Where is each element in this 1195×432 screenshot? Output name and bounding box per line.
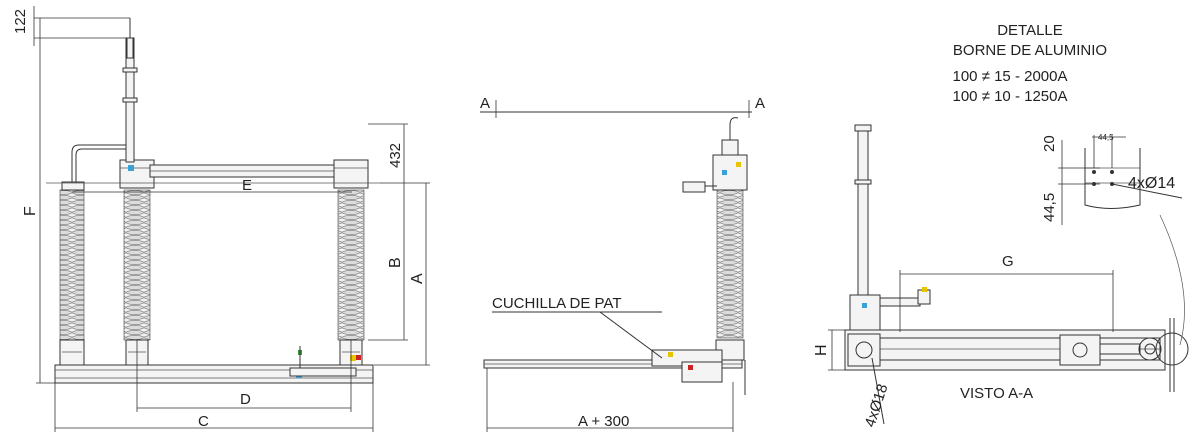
dim-C: C — [198, 413, 209, 430]
dim-B: B — [387, 257, 404, 268]
top-view-visto-aa: G H 4xØ18 VISTO A-A — [813, 124, 1189, 429]
dim-D: D — [240, 391, 251, 408]
label-visto: VISTO A-A — [960, 385, 1033, 402]
dim-E: E — [242, 177, 252, 194]
dim-432: 432 — [387, 143, 404, 168]
front-view-dimensions: 122 F E 432 B A D C — [12, 6, 430, 432]
dim-44-5-vertical: 44,5 — [1041, 193, 1058, 222]
detail-title-2: BORNE DE ALUMINIO — [953, 42, 1107, 59]
hole-4x14: 4xØ14 — [1128, 175, 1175, 192]
dim-A: A — [409, 273, 426, 284]
dim-20: 20 — [1041, 135, 1058, 152]
section-mark-left: A — [480, 95, 490, 112]
dim-F: F — [22, 206, 39, 216]
detail-spec-1: 100 ≠ 15 - 2000A — [953, 68, 1068, 85]
detail-title-1: DETALLE — [997, 22, 1063, 39]
dim-H: H — [813, 344, 830, 356]
insulator-left — [59, 189, 85, 341]
hole-4x18: 4xØ18 — [862, 382, 892, 429]
dim-44-5-horizontal: 44,5 — [1098, 133, 1114, 142]
side-view: A A CUCHILLA DE PAT A + 300 — [480, 95, 765, 432]
front-view — [46, 18, 380, 384]
insulator-right — [337, 189, 365, 341]
detail-spec-2: 100 ≠ 10 - 1250A — [953, 88, 1068, 105]
dim-A-plus-300: A + 300 — [578, 413, 629, 430]
section-mark-right: A — [755, 95, 765, 112]
detail-borne: DETALLE BORNE DE ALUMINIO 100 ≠ 15 - 200… — [953, 22, 1185, 346]
label-cuchilla: CUCHILLA DE PAT — [492, 295, 621, 312]
dim-122: 122 — [12, 9, 29, 34]
insulator-middle — [123, 189, 151, 341]
dim-G: G — [1002, 253, 1014, 270]
side-insulator — [716, 187, 744, 339]
